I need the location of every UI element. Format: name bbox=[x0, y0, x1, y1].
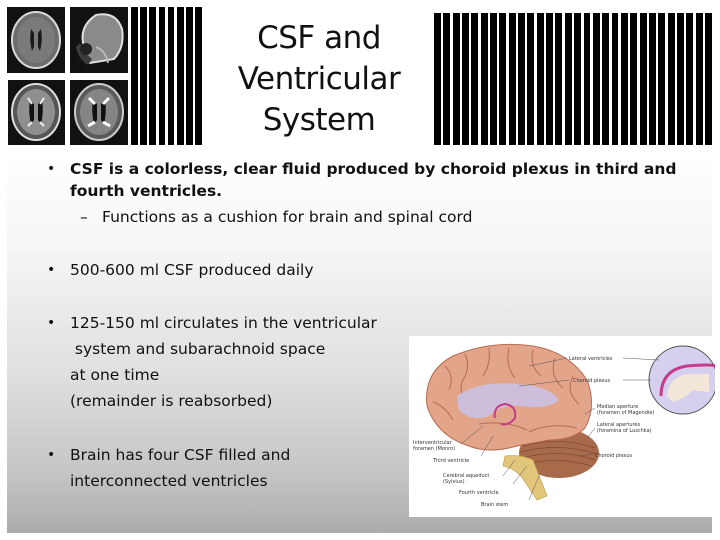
barcode-bar bbox=[149, 7, 157, 145]
bullet-4-text: Brain has four CSF filled and bbox=[70, 446, 291, 464]
right-barcode-decoration bbox=[434, 13, 712, 145]
label-fourth-ventricle: Fourth ventricle bbox=[459, 490, 499, 496]
label-median-aperture: Median aperture bbox=[597, 404, 638, 410]
title-line-2: Ventricular bbox=[237, 61, 401, 97]
barcode-bar bbox=[602, 13, 610, 145]
mri-sagittal-scan bbox=[70, 7, 128, 73]
barcode-bar bbox=[704, 13, 712, 145]
barcode-bar bbox=[564, 13, 572, 145]
title-line-1: CSF and bbox=[257, 20, 381, 56]
barcode-bar bbox=[508, 13, 516, 145]
label-interventricular-sub: foramen (Monro) bbox=[413, 446, 455, 452]
barcode-bar bbox=[658, 13, 666, 145]
label-third-ventricle: Third ventricle bbox=[432, 458, 469, 464]
left-barcode-decoration bbox=[131, 7, 203, 145]
mri-axial-scan-3 bbox=[70, 80, 128, 145]
barcode-bar bbox=[452, 13, 460, 145]
bullet-2-text: 500-600 ml CSF produced daily bbox=[70, 261, 314, 279]
barcode-bar bbox=[676, 13, 684, 145]
barcode-bar bbox=[630, 13, 638, 145]
label-choroid-plexus-bottom: Choroid plexus bbox=[595, 453, 633, 459]
bullet-glyph: • bbox=[47, 315, 56, 331]
barcode-bar bbox=[546, 13, 554, 145]
barcode-bar bbox=[667, 13, 675, 145]
label-interventricular: Interventricular bbox=[413, 440, 453, 446]
bullet-glyph: • bbox=[47, 447, 56, 463]
barcode-bar bbox=[648, 13, 656, 145]
barcode-bar bbox=[158, 7, 166, 145]
barcode-bar bbox=[434, 13, 441, 145]
label-cerebral-aqueduct: Cerebral aqueduct bbox=[443, 473, 489, 479]
sub-bullet-1-text: Functions as a cushion for brain and spi… bbox=[102, 208, 473, 226]
barcode-bar bbox=[592, 13, 600, 145]
label-lateral-apertures: Lateral apertures bbox=[597, 422, 641, 428]
label-median-aperture-sub: (foramen of Magendie) bbox=[597, 410, 654, 416]
label-lateral-ventricles: Lateral ventricles bbox=[569, 356, 613, 362]
bullet-1-continuation: fourth ventricles. bbox=[70, 182, 223, 200]
label-choroid-plexus-top: Choroid plexus bbox=[573, 378, 611, 384]
barcode-bar bbox=[639, 13, 647, 145]
barcode-bar bbox=[177, 7, 184, 145]
barcode-bar bbox=[536, 13, 544, 145]
bullet-glyph: • bbox=[47, 262, 56, 278]
barcode-bar bbox=[695, 13, 703, 145]
mri-axial-scan-2 bbox=[8, 80, 65, 145]
barcode-bar bbox=[186, 7, 193, 145]
bullet-3-line-4: (remainder is reabsorbed) bbox=[70, 392, 273, 410]
bullet-4-line-2: interconnected ventricles bbox=[70, 472, 268, 490]
brain-ventricles-illustration: Lateral ventricles Choroid plexus Median… bbox=[409, 336, 715, 517]
bullet-glyph: • bbox=[47, 161, 56, 177]
bullet-3-text: 125-150 ml circulates in the ventricular bbox=[70, 314, 377, 332]
slide-title: CSF and Ventricular System bbox=[205, 18, 433, 141]
label-brain-stem: Brain stem bbox=[481, 502, 508, 508]
barcode-bar bbox=[583, 13, 591, 145]
bullet-3-line-2: system and subarachnoid space bbox=[70, 340, 326, 358]
label-cerebral-aqueduct-sub: (Sylvius) bbox=[443, 479, 465, 485]
bullet-1-text: CSF is a colorless, clear fluid produced… bbox=[70, 160, 677, 178]
barcode-bar bbox=[167, 7, 175, 145]
barcode-bar bbox=[490, 13, 498, 145]
barcode-bar bbox=[462, 13, 469, 145]
barcode-bar bbox=[443, 13, 451, 145]
barcode-bar bbox=[518, 13, 526, 145]
barcode-bar bbox=[140, 7, 147, 145]
label-lateral-apertures-sub: (foramina of Luschka) bbox=[597, 428, 652, 434]
barcode-bar bbox=[555, 13, 563, 145]
barcode-bar bbox=[499, 13, 507, 145]
dash-glyph: – bbox=[80, 208, 88, 226]
title-line-3: System bbox=[262, 102, 376, 138]
barcode-bar bbox=[574, 13, 582, 145]
barcode-bar bbox=[195, 7, 203, 145]
barcode-bar bbox=[686, 13, 694, 145]
barcode-bar bbox=[131, 7, 138, 145]
barcode-bar bbox=[611, 13, 619, 145]
barcode-bar bbox=[527, 13, 535, 145]
barcode-bar bbox=[471, 13, 479, 145]
barcode-bar bbox=[620, 13, 628, 145]
barcode-bar bbox=[480, 13, 488, 145]
mri-axial-scan-1 bbox=[7, 7, 65, 73]
bullet-3-line-3: at one time bbox=[70, 366, 160, 384]
